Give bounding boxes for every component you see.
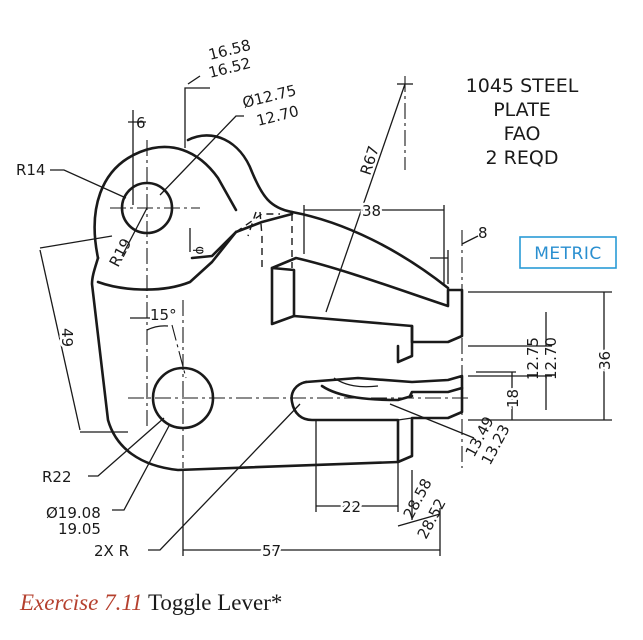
dim-r19: R19	[106, 235, 136, 270]
upper-tine-edge	[270, 266, 296, 326]
upper-boss-outline	[93, 145, 238, 260]
slot-bottom	[320, 384, 414, 402]
body-outline	[90, 256, 400, 472]
dim-12-75: 12.75	[524, 337, 542, 380]
dim-15-deg: 15°	[150, 306, 177, 324]
hidden-lines	[235, 211, 293, 270]
dim-six: 6	[136, 114, 146, 132]
dim-38: 38	[362, 202, 381, 220]
figure-caption: Exercise 7.11 Toggle Lever*	[20, 590, 282, 616]
dim-r67: R67	[357, 144, 383, 178]
note-material: 1045 STEEL	[466, 75, 579, 97]
metric-badge-label: METRIC	[534, 244, 602, 264]
slot-inner	[333, 377, 413, 421]
dim-22: 22	[342, 498, 361, 516]
dim-r22: R22	[42, 468, 72, 486]
note-stock: PLATE	[493, 99, 551, 121]
note-finish: FAO	[504, 123, 541, 145]
dim-57: 57	[262, 542, 281, 560]
dim-18: 18	[504, 389, 522, 408]
top-sweep-outline	[290, 210, 450, 290]
upper-arm-outline	[186, 134, 294, 214]
dim-49: 49	[58, 328, 76, 347]
dim-bore-dia-max: Ø19.08	[46, 504, 101, 522]
dimension-lines	[39, 75, 612, 556]
caption-title: Toggle Lever*	[147, 590, 283, 615]
lower-tine	[290, 380, 464, 464]
dim-bore-dia-min: 19.05	[58, 520, 101, 538]
dim-phi-small: φ	[192, 246, 207, 255]
lower-tine-top	[304, 374, 464, 390]
center-lines	[110, 76, 470, 468]
caption-exercise: Exercise 7.11	[20, 590, 143, 615]
note-quantity: 2 REQD	[486, 147, 559, 169]
dim-12-70: 12.70	[542, 337, 560, 380]
dim-36: 36	[596, 351, 614, 370]
upper-tine	[270, 256, 464, 344]
upper-tine-face	[396, 324, 414, 364]
web-edge	[96, 230, 238, 291]
dim-r14: R14	[16, 161, 46, 179]
dim-2x-r: 2X R	[94, 542, 129, 560]
toggle-lever-drawing: 16.58 16.52 Ø12.75 12.70 6 R14 R19 R67 3…	[16, 36, 617, 560]
metric-badge: METRIC	[519, 236, 617, 269]
dim-8: 8	[478, 224, 488, 242]
general-notes: 1045 STEEL PLATE FAO 2 REQD	[466, 75, 579, 169]
